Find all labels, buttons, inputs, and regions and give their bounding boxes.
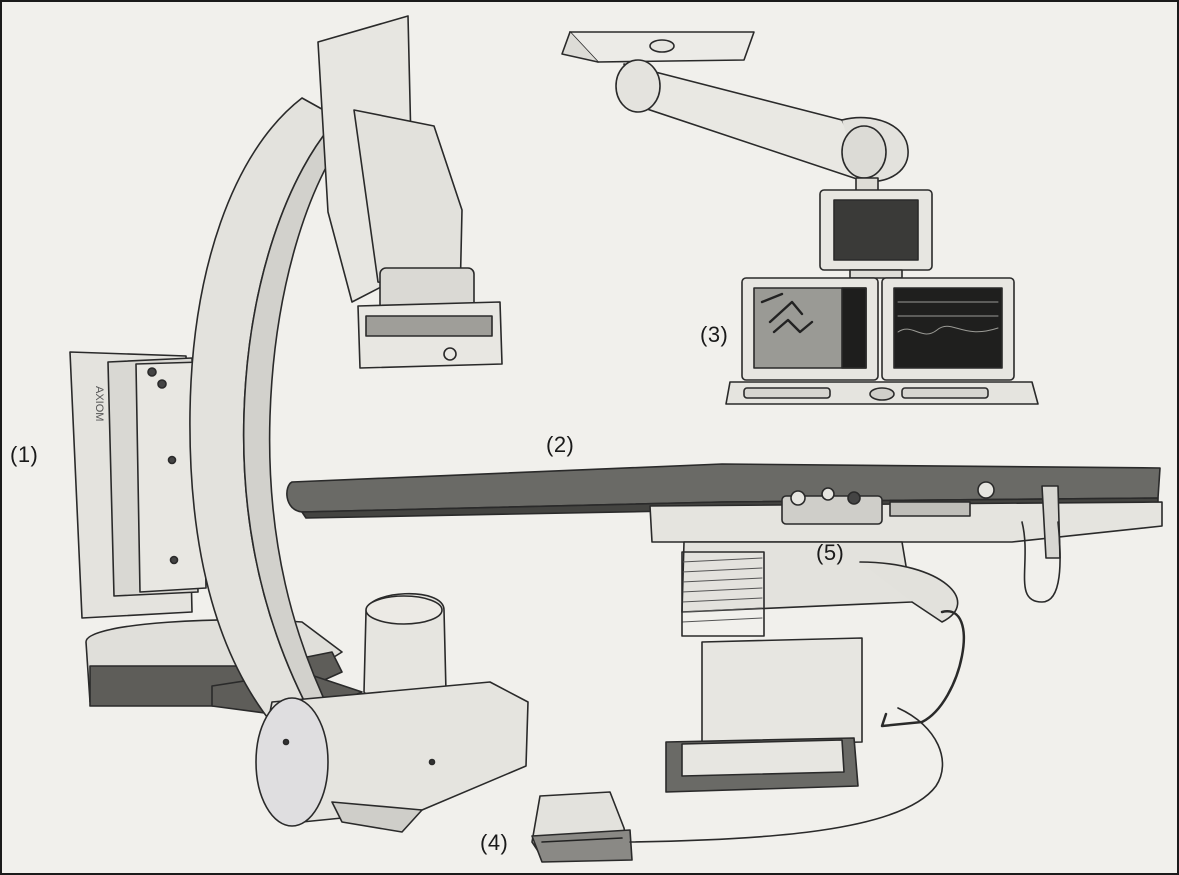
ceiling-mount bbox=[562, 32, 754, 62]
top-monitor bbox=[820, 190, 932, 278]
monitor-arm bbox=[616, 60, 908, 192]
svg-text:AXIOM: AXIOM bbox=[93, 386, 105, 421]
label-patient-table: (2) bbox=[546, 432, 574, 458]
table-column bbox=[666, 542, 964, 792]
gantry-cabinet: AXIOM bbox=[70, 352, 206, 618]
label-table-controls: (5) bbox=[816, 540, 844, 566]
label-foot-switch: (4) bbox=[480, 830, 508, 856]
label-monitors: (3) bbox=[700, 322, 728, 348]
detector-housing bbox=[318, 16, 502, 368]
label-gantry: (1) bbox=[10, 442, 38, 468]
lower-monitors bbox=[726, 278, 1038, 404]
